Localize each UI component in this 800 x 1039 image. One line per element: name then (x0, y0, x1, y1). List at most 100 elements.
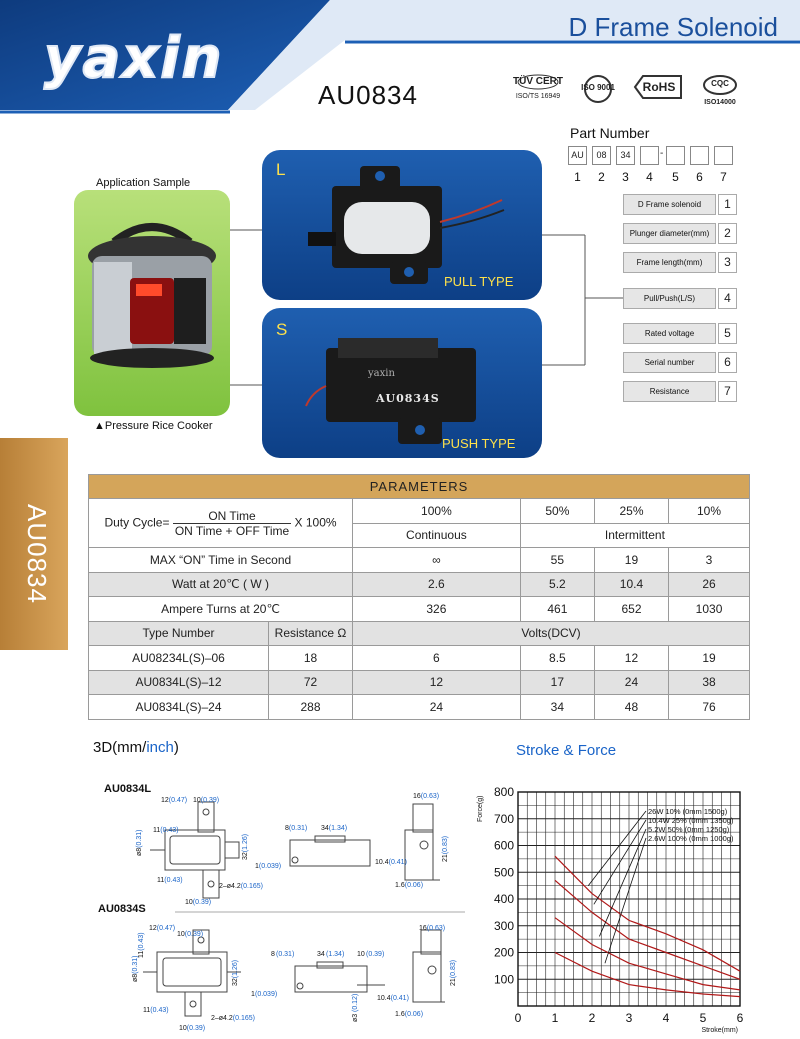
push-solenoid-image (305, 338, 476, 444)
svg-text:10(0.39): 10(0.39) (193, 797, 219, 804)
svg-text:21(0.83): 21(0.83) (450, 960, 457, 986)
chart-y-tick-label: 500 (494, 865, 514, 879)
table-cell: 288 (268, 694, 353, 720)
svg-text:(0.39): (0.39) (366, 951, 384, 958)
svg-text:2–ø4.2(0.165): 2–ø4.2(0.165) (211, 1015, 255, 1022)
application-caption: ▲Pressure Rice Cooker (94, 420, 213, 432)
chart-x-tick-label: 2 (589, 1011, 596, 1025)
volts-header: Volts(DCV) (352, 620, 750, 646)
svg-text:ø3: ø3 (352, 1014, 359, 1022)
svg-text:32(1.26): 32(1.26) (232, 960, 239, 986)
table-cell: 19 (593, 547, 670, 573)
part-index-3: 3 (622, 170, 629, 184)
chart-y-tick-label: 400 (494, 892, 514, 906)
row-label: Ampere Turns at 20℃ (88, 596, 353, 622)
row-label: MAX “ON” Time in Second (88, 547, 353, 573)
part-box-2: 08 (592, 146, 611, 165)
svg-text:10.4(0.41): 10.4(0.41) (377, 995, 409, 1002)
iso14000-icon: CQC ISO14000 (694, 74, 746, 106)
svg-text:34: 34 (317, 951, 325, 958)
drawing-label-pull: AU0834L (104, 783, 152, 795)
pull-type-letter: L (276, 160, 286, 179)
svg-text:10(0.39): 10(0.39) (185, 899, 211, 906)
push-type-panel: S yaxin AU0834S PUSH TYPE (262, 308, 542, 458)
svg-text:11(0.43): 11(0.43) (138, 932, 145, 958)
svg-text:1.6(0.06): 1.6(0.06) (395, 882, 423, 889)
header-band (0, 0, 800, 114)
table-cell: ∞ (352, 547, 521, 573)
part-number-label: Part Number (570, 125, 650, 141)
chart-series-line (554, 917, 741, 991)
chart-x-tick-label: 6 (737, 1011, 744, 1025)
svg-text:10: 10 (357, 951, 365, 958)
table-cell: 1030 (668, 596, 750, 622)
chart-legend-leader (593, 819, 647, 905)
svg-text:11(0.43): 11(0.43) (143, 1007, 169, 1014)
svg-text:AU0834: AU0834 (22, 504, 52, 604)
solenoid-logo-engraving: yaxin (368, 368, 395, 379)
table-cell: 10.4 (593, 571, 670, 597)
push-type-letter: S (276, 320, 288, 339)
chart-y-tick-label: 300 (494, 919, 514, 933)
table-cell: 326 (352, 596, 521, 622)
chart-x-tick-label: 4 (663, 1011, 670, 1025)
part-box-5 (666, 146, 685, 165)
resistance-header: Resistance Ω (268, 620, 353, 646)
chart-x-tick-label: 1 (552, 1011, 559, 1025)
legend-row: Plunger diameter(mm)2 (623, 223, 737, 244)
type-number: AU0834L(S)–24 (88, 694, 269, 720)
table-cell: 2.6 (352, 571, 521, 597)
table-cell: 76 (668, 694, 750, 720)
table-cell: 12 (593, 645, 670, 671)
chart-legend-entry: 5.2W 50% (0mm 1250g) (648, 825, 730, 834)
table-cell: 5.2 (519, 571, 595, 597)
table-cell: 461 (519, 596, 595, 622)
table-cell: 24 (352, 694, 521, 720)
table-cell: 55 (519, 547, 595, 573)
pull-type-label: PULL TYPE (444, 274, 514, 289)
svg-text:1(0.039): 1(0.039) (255, 863, 281, 870)
chart-legend-leader (604, 837, 647, 964)
svg-text:(1.34): (1.34) (326, 951, 344, 958)
chart-y-tick-label: 100 (494, 972, 514, 986)
chart-legend-entry: 10.4W 25% (0mm 1350g) (648, 816, 734, 825)
part-box-4 (640, 146, 659, 165)
svg-text:2–ø4.2(0.165): 2–ø4.2(0.165) (219, 883, 263, 890)
duty-value: 100% (352, 498, 521, 524)
chart-y-tick-label: 700 (494, 812, 514, 826)
svg-text:16(0.63): 16(0.63) (419, 925, 445, 932)
table-cell: 6 (352, 645, 521, 671)
table-cell: 26 (668, 571, 750, 597)
chart-y-tick-label: 600 (494, 839, 514, 853)
chart-y-tick-label: 200 (494, 946, 514, 960)
rohs-icon: RoHS (632, 74, 684, 103)
pull-solenoid-image (308, 166, 505, 284)
part-index-4: 4 (646, 170, 653, 184)
legend-row: Pull/Push(L/S)4 (623, 288, 737, 309)
part-box-7 (714, 146, 733, 165)
svg-text:34(1.34): 34(1.34) (321, 825, 347, 832)
chart-plot-frame (517, 791, 741, 1007)
push-type-label: PUSH TYPE (442, 436, 516, 451)
parameters-title: PARAMETERS (88, 474, 750, 499)
part-box-1: AU (568, 146, 587, 165)
application-sample-label: Application Sample (96, 177, 191, 189)
table-cell: 19 (668, 645, 750, 671)
part-index-1: 1 (574, 170, 581, 184)
part-box-6 (690, 146, 709, 165)
dimension-drawings: 12(0.47) 10(0.39) 11(0.43) ø8(0.31) 32(1… (132, 793, 465, 1032)
legend-row: Frame length(mm)3 (623, 252, 737, 273)
chart-series-line (554, 951, 741, 998)
type-number-header: Type Number (88, 620, 269, 646)
svg-text:11(0.43): 11(0.43) (153, 827, 179, 834)
svg-text:10(0.39): 10(0.39) (179, 1025, 205, 1032)
pull-type-panel: L PULL TYPE (262, 150, 542, 300)
rice-cooker-image (88, 223, 216, 368)
duty-value: 50% (519, 498, 595, 524)
table-cell: 38 (668, 669, 750, 695)
table-cell: 3 (668, 547, 750, 573)
